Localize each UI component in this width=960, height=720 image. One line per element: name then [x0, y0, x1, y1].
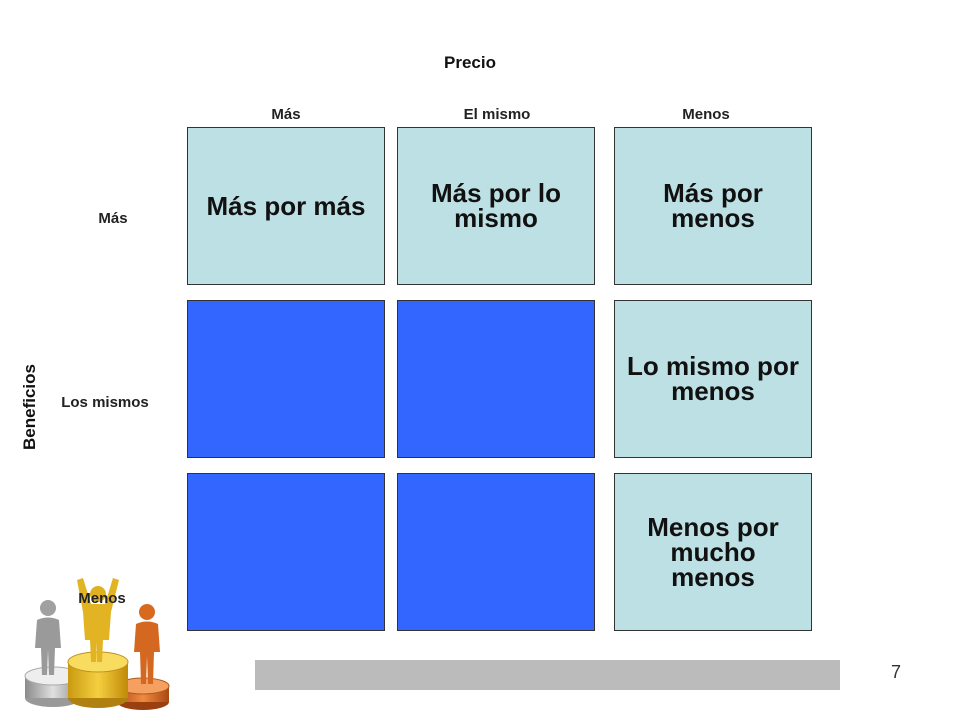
podium-people-icon [24, 578, 170, 710]
cell-blue-empty [187, 473, 385, 631]
cell-mas-por-lo-mismo: Más por lo mismo [397, 127, 595, 285]
row-label-mas: Más [98, 210, 128, 227]
cell-mas-por-mas: Más por más [187, 127, 385, 285]
cell-text: Más por menos [663, 178, 763, 233]
row-label-menos: Menos [78, 590, 126, 607]
cell-mas-por-menos: Más por menos [614, 127, 812, 285]
cell-text: Más por más [206, 190, 366, 221]
row-label-los-mismos: Los mismos [61, 394, 149, 411]
cell-blue-empty [187, 300, 385, 458]
page-number: 7 [891, 662, 902, 682]
cell-lo-mismo-por-menos: Lo mismo por menos [614, 300, 812, 458]
cell-text: Más por lo mismo [430, 178, 561, 233]
column-label-mas: Más [271, 106, 301, 123]
column-label-menos: Menos [682, 106, 730, 123]
cell-blue-empty [397, 300, 595, 458]
cell-text: Menos por mucho menos [647, 511, 779, 592]
price-axis-title: Precio [444, 53, 496, 72]
cell-menos-por-mucho-menos: Menos por mucho menos [614, 473, 812, 631]
cell-blue-empty [397, 473, 595, 631]
cell-text: Lo mismo por menos [627, 351, 799, 406]
footer-bar [255, 660, 840, 690]
column-label-el-mismo: El mismo [463, 106, 531, 123]
